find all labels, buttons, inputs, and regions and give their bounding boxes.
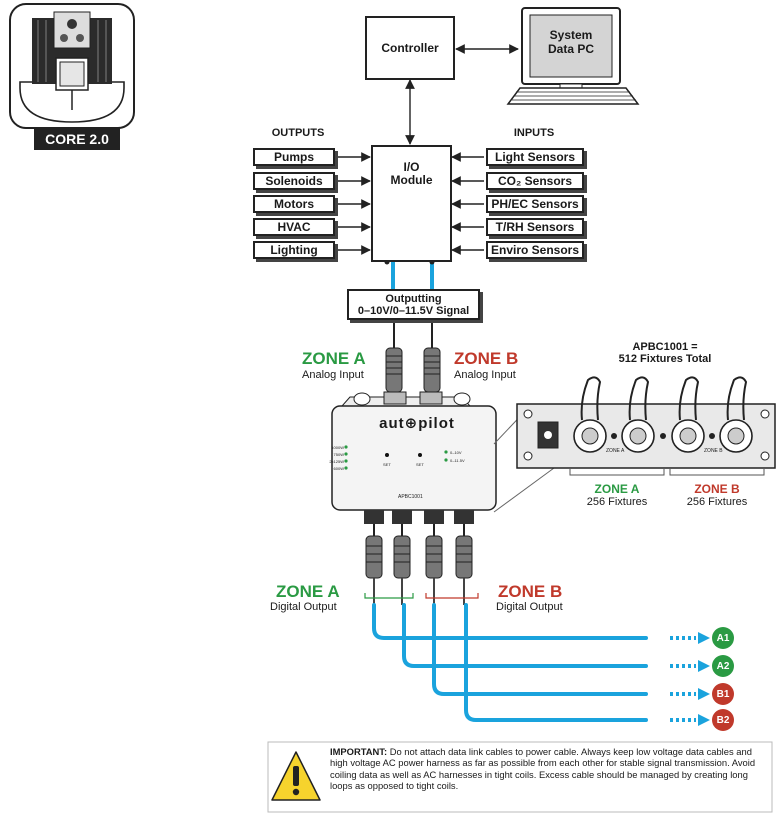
io-module-box: I/O Module: [371, 145, 452, 262]
signal-box: Outputting 0–10V/0–11.5V Signal: [347, 289, 480, 320]
endpoint-b2: B2: [712, 709, 734, 731]
digital-cables: [372, 603, 648, 722]
digital-connectors: [365, 524, 473, 605]
output-arrows: [337, 152, 371, 255]
system-pc-label: System Data PC: [547, 28, 594, 56]
input-co2-sensors: CO₂ Sensors: [486, 172, 584, 190]
warning-body: Do not attach data link cables to power …: [330, 746, 756, 792]
autopilot-device: [331, 391, 497, 524]
zone-b-digital-title: ZONE B: [498, 582, 563, 601]
set-label-1: SET: [383, 462, 391, 467]
input-trh-sensors: T/RH Sensors: [486, 218, 584, 236]
zone-a-digital-sub: Digital Output: [270, 601, 337, 613]
zone-b-analog-title: ZONE B: [454, 349, 519, 368]
inputs-header: INPUTS: [513, 127, 555, 139]
endpoint-a1: A1: [712, 627, 734, 649]
controller-box: Controller: [365, 16, 455, 80]
zone-a-analog-sub: Analog Input: [302, 369, 364, 381]
warning-text: IMPORTANT: Do not attach data link cable…: [330, 746, 766, 792]
input-light-sensors: Light Sensors: [486, 148, 584, 166]
output-motors: Motors: [253, 195, 335, 213]
endpoint-a2: A2: [712, 655, 734, 677]
warning-bold: IMPORTANT:: [330, 746, 388, 757]
outputs-header: OUTPUTS: [271, 127, 325, 139]
computer-monitor-icon: [506, 7, 640, 105]
zone-b-digital-sub: Digital Output: [496, 601, 563, 613]
output-hvac: HVAC: [253, 218, 335, 236]
warning-icon: [271, 751, 321, 801]
endpoint-b1: B1: [712, 683, 734, 705]
zone-a-analog-title: ZONE A: [302, 349, 366, 368]
apbc-total-label: APBC1001 = 512 Fixtures Total: [618, 341, 712, 365]
zone-b-analog-sub: Analog Input: [454, 369, 516, 381]
core-fixture-icon: [9, 3, 135, 129]
output-solenoids: Solenoids: [253, 172, 335, 190]
analog-connectors: [385, 320, 441, 393]
zone-a-digital-title: ZONE A: [276, 582, 340, 601]
output-lighting: Lighting: [253, 241, 335, 259]
input-arrows: [451, 152, 484, 255]
input-phec-sensors: PH/EC Sensors: [486, 195, 584, 213]
controller-label: Controller: [381, 40, 439, 55]
core-label: CORE 2.0: [34, 128, 120, 150]
zone-a-fixtures: ZONE A 256 Fixtures: [586, 482, 648, 508]
zone-b-fixtures: ZONE B 256 Fixtures: [686, 482, 748, 508]
device-brand: aut⊕pilot: [379, 415, 455, 432]
device-model: APBC1001: [398, 494, 423, 500]
panel-zone-a-label: ZONE A: [606, 448, 625, 454]
apbc-end-panel: [516, 376, 776, 476]
set-label-2: SET: [416, 462, 424, 467]
input-enviro-sensors: Enviro Sensors: [486, 241, 584, 259]
output-pumps: Pumps: [253, 148, 335, 166]
panel-zone-b-label: ZONE B: [704, 448, 723, 454]
